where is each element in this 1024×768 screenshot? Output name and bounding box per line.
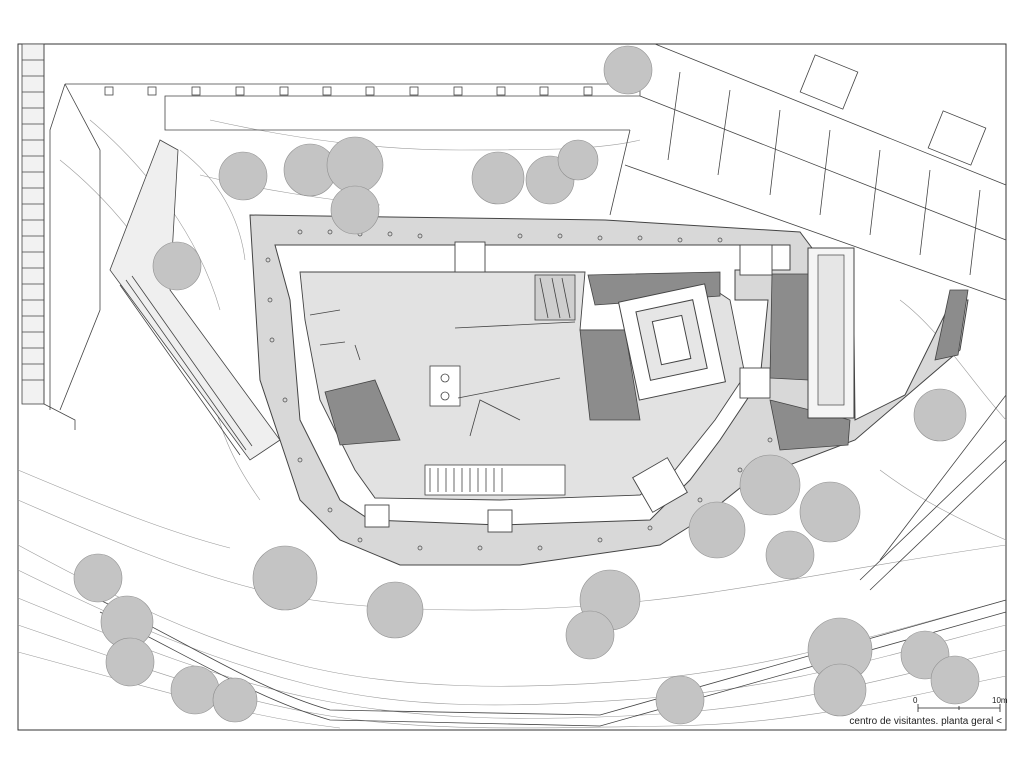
- tree: [688, 501, 746, 559]
- upper-terrace-wall: [49, 83, 641, 411]
- tree: [170, 665, 220, 715]
- tree: [330, 185, 380, 235]
- tree: [105, 637, 155, 687]
- tree: [73, 553, 123, 603]
- tree: [252, 545, 318, 611]
- scale-bar: [917, 704, 1001, 712]
- drawing-caption: centro de visitantes. planta geral <: [849, 716, 1002, 727]
- tree: [366, 581, 424, 639]
- tree: [655, 675, 705, 725]
- tree: [152, 241, 202, 291]
- north-arrow-icon: <: [996, 716, 1002, 727]
- tree: [813, 663, 867, 717]
- tree: [739, 454, 801, 516]
- tree: [799, 481, 861, 543]
- dark-zones: [324, 271, 969, 451]
- caption-text: centro de visitantes. planta geral: [849, 716, 994, 727]
- courtyard-features: [309, 274, 576, 496]
- terrace-bollards: [265, 229, 773, 551]
- tree: [557, 139, 599, 181]
- tree: [326, 136, 384, 194]
- pillar-row: [104, 86, 593, 96]
- tree: [603, 45, 653, 95]
- tree: [471, 151, 525, 205]
- trees: [73, 45, 980, 725]
- tree: [212, 677, 258, 723]
- tree: [565, 610, 615, 660]
- tree: [930, 655, 980, 705]
- left-boundary-wall: [21, 43, 76, 430]
- tree: [218, 151, 268, 201]
- northeast-wing: [609, 43, 1007, 301]
- tree: [913, 388, 967, 442]
- east-building-inner: [817, 254, 845, 406]
- drawing-frame: [17, 43, 1007, 731]
- tree: [765, 530, 815, 580]
- scale-end-label: 10m: [992, 696, 1008, 705]
- wall-towers: [364, 241, 773, 533]
- keep-tower: [617, 283, 727, 401]
- scale-start-label: 0: [913, 696, 918, 705]
